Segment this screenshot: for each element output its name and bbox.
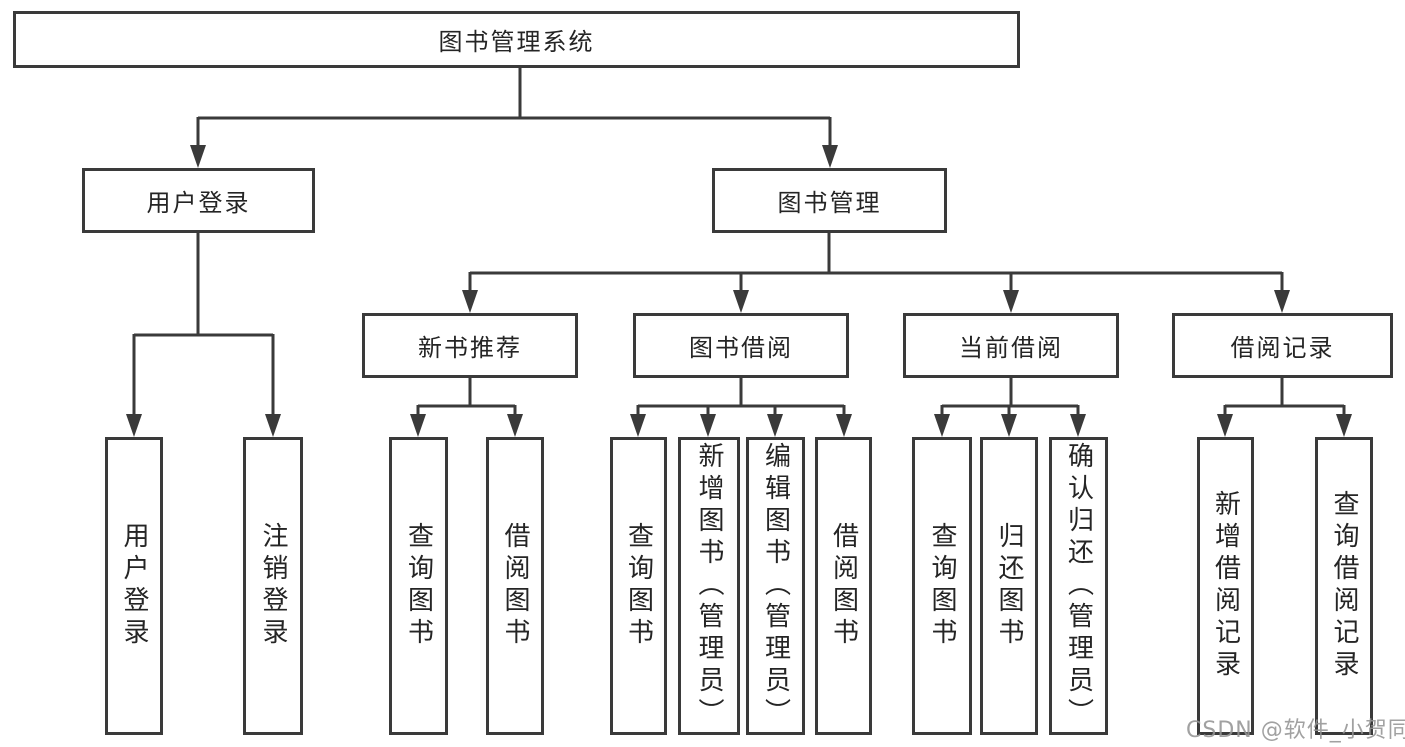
csdn-watermark: CSDN @软件_小贺同学 bbox=[1186, 718, 1405, 743]
leaf-add-borrow-record: 新增借阅记录 bbox=[1197, 437, 1254, 735]
node-book-management: 图书管理 bbox=[712, 168, 947, 233]
node-book-borrowing: 图书借阅 bbox=[633, 313, 849, 378]
leaf-search-books-current: 查询图书 bbox=[912, 437, 972, 735]
leaf-borrow-books: 借阅图书 bbox=[815, 437, 872, 735]
leaf-edit-book-admin: 编辑图书（管理员） bbox=[746, 437, 805, 735]
leaf-return-books: 归还图书 bbox=[980, 437, 1038, 735]
leaf-confirm-return-admin: 确认归还（管理员） bbox=[1049, 437, 1108, 735]
node-borrowing-records: 借阅记录 bbox=[1172, 313, 1393, 378]
leaf-search-books-borrow: 查询图书 bbox=[610, 437, 667, 735]
connector-lines bbox=[132, 68, 1346, 419]
node-new-book-recommendation: 新书推荐 bbox=[362, 313, 578, 378]
leaf-borrow-books-recommend: 借阅图书 bbox=[486, 437, 544, 735]
node-current-borrowing: 当前借阅 bbox=[903, 313, 1119, 378]
leaf-logout: 注销登录 bbox=[243, 437, 303, 735]
node-root-system: 图书管理系统 bbox=[13, 11, 1020, 68]
leaf-search-books-recommend: 查询图书 bbox=[389, 437, 448, 735]
arrowhead-icons bbox=[126, 145, 1352, 437]
node-user-login: 用户登录 bbox=[82, 168, 315, 233]
leaf-add-book-admin: 新增图书（管理员） bbox=[678, 437, 740, 735]
leaf-user-login: 用户登录 bbox=[105, 437, 163, 735]
leaf-search-borrow-record: 查询借阅记录 bbox=[1315, 437, 1373, 735]
